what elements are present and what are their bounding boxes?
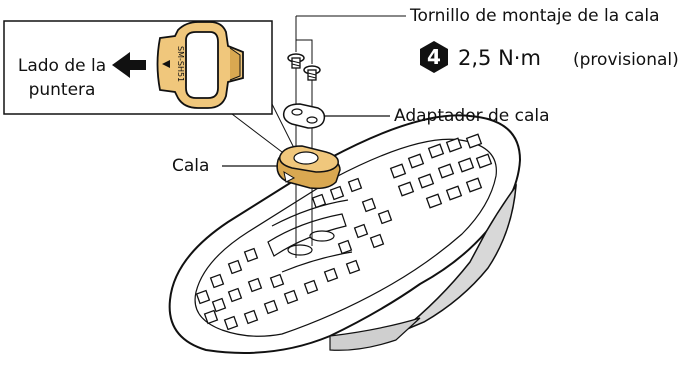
cleat-label: Cala	[172, 156, 210, 176]
step-number: 4	[427, 45, 441, 69]
cleat-top-view	[156, 21, 244, 109]
toe-direction-arrow	[112, 52, 146, 78]
inset-connector-line	[231, 113, 283, 153]
screw-label: Tornillo de montaje de la cala	[410, 6, 660, 26]
cleat-mounting-screw	[303, 65, 321, 81]
cleat-adapter-plate	[282, 103, 326, 129]
cleat-3d	[276, 145, 341, 190]
torque-note: (provisional)	[573, 50, 679, 70]
cleat-mounting-screw	[287, 53, 305, 69]
cleat-model-mark: SM-SH51	[176, 46, 185, 82]
toe-side-label-line2: puntera	[28, 80, 96, 100]
toe-side-label-line1: Lado de la	[17, 56, 107, 76]
torque-value: 2,5 N·m	[458, 46, 541, 70]
shoe-sole	[168, 114, 522, 354]
adapter-label: Adaptador de cala	[394, 106, 550, 126]
inset-connector-line	[271, 103, 296, 151]
step-number-badge: 4	[420, 41, 448, 73]
